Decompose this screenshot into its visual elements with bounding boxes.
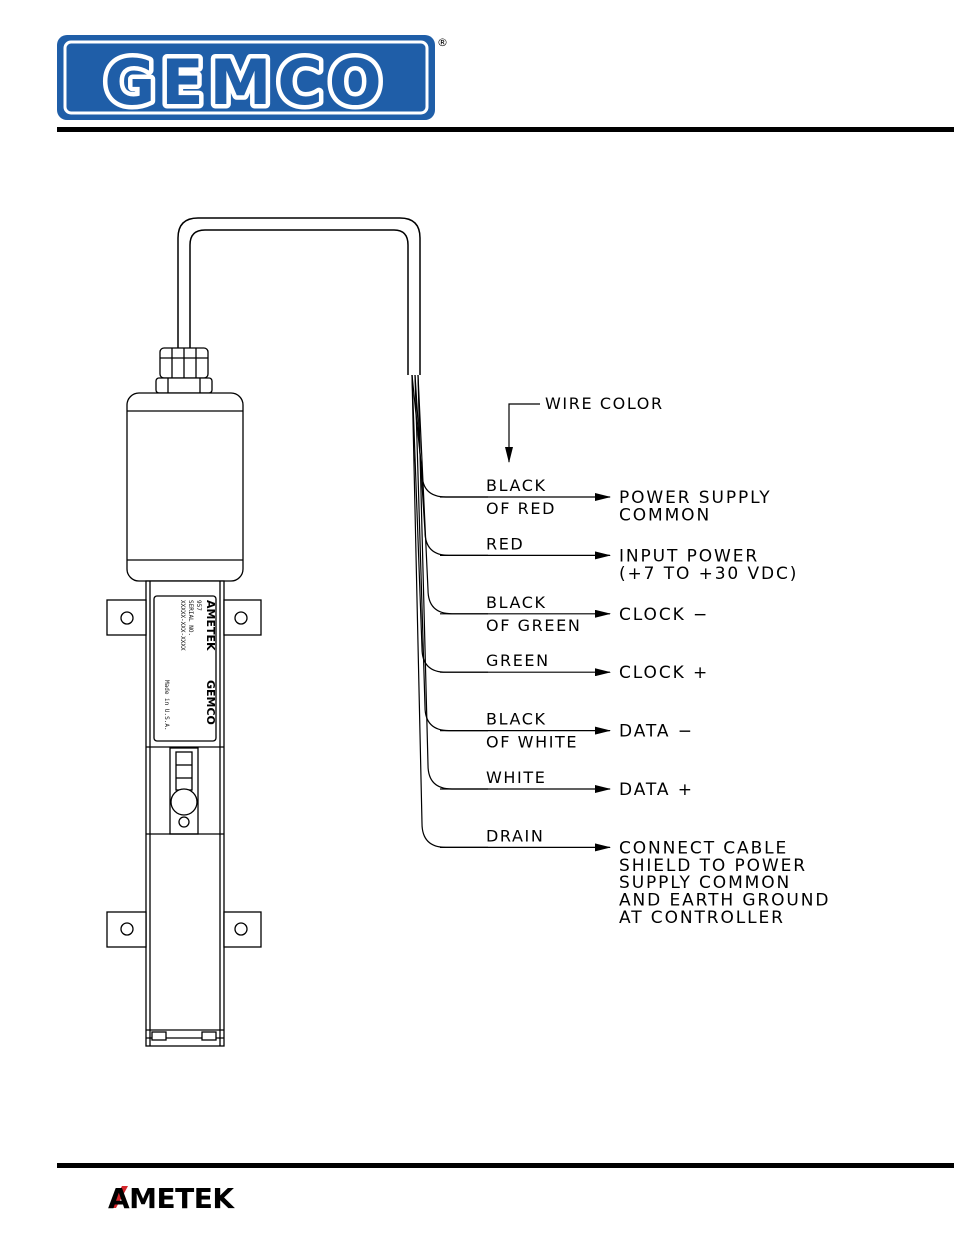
label-serial-label: SERIAL NO.: [187, 600, 194, 636]
wire-destination: POWER SUPPLY: [619, 488, 772, 508]
label-made-in: Made in U.S.A.: [163, 680, 170, 731]
wire-destination: COMMON: [619, 505, 711, 525]
ametek-logo-accent: [110, 1186, 128, 1208]
wire-destination: SUPPLY COMMON: [619, 873, 791, 893]
footer-rule: [57, 1163, 954, 1168]
product-label-text: AMETEK GEMCO 957 SERIAL NO. XXXXX-XXX-XX…: [163, 600, 217, 731]
wire-destination: CLOCK +: [619, 663, 709, 683]
cable: [177, 217, 421, 375]
wire-strand: [414, 374, 488, 556]
wire-color-pointer: WIRE COLOR: [505, 394, 664, 463]
wire-color-name: BLACK: [486, 476, 547, 495]
wire-row: GREEN CLOCK +: [440, 651, 709, 683]
mounting-bracket-top-left: [106, 599, 147, 636]
wire-destination: AT CONTROLLER: [619, 908, 785, 928]
wire-color-name-secondary: OF RED: [486, 499, 556, 518]
sensor: [106, 347, 262, 1047]
wire-row: BLACK OF WHITE DATA −: [440, 710, 694, 752]
wire-strand: [411, 374, 488, 673]
wire-color-name: BLACK: [486, 593, 547, 612]
wire-row: BLACK OF GREEN CLOCK −: [440, 593, 709, 635]
slide-block: [175, 751, 193, 791]
end-cap-slot: [201, 1031, 217, 1041]
gland-base: [155, 377, 213, 394]
mounting-bracket-bottom-right: [223, 911, 262, 948]
wire-destination: AND EARTH GROUND: [619, 891, 830, 911]
wire-destination: INPUT POWER: [619, 546, 759, 566]
gemco-logo-outline: GEMCO: [104, 46, 387, 119]
cable-gland: [155, 347, 213, 394]
magnet-knob: [170, 788, 198, 816]
encoder-housing: [126, 392, 244, 582]
mounting-bracket-bottom-left: [106, 911, 147, 948]
wire-strand: [417, 374, 488, 615]
wire-row: RED INPUT POWER(+7 TO +30 VDC): [440, 534, 798, 584]
wire-color-name-secondary: OF GREEN: [486, 616, 581, 635]
mounting-bracket-top-right: [223, 599, 262, 636]
end-cap-slot: [151, 1031, 167, 1041]
wire-bundle: [411, 374, 488, 848]
magnet-pin: [178, 816, 190, 828]
wire-color-name: DRAIN: [486, 826, 544, 845]
wire-color-name-secondary: OF WHITE: [486, 733, 578, 752]
label-model: 957: [195, 600, 202, 611]
wire-color-arrow: [505, 403, 540, 463]
gemco-logo-inner-border: [63, 40, 429, 115]
wire-destination: DATA +: [619, 780, 694, 800]
wire-destination: SHIELD TO POWER: [619, 856, 807, 876]
label-brand: AMETEK: [204, 600, 217, 651]
cable-inner-edge: [189, 229, 409, 375]
wire-color-name: RED: [486, 534, 524, 553]
wire-destination: CLOCK −: [619, 605, 709, 625]
registered-mark: ®: [437, 36, 448, 49]
wire-row: WHITE DATA +: [440, 768, 694, 800]
gemco-logo-background: [57, 35, 435, 120]
label-serial: XXXXX-XXX-XXXX: [179, 600, 186, 651]
gemco-logo: GEMCO GEMCO ®: [57, 35, 448, 124]
wire-color-label: WIRE COLOR: [545, 394, 664, 413]
wire-color-name: GREEN: [486, 651, 550, 670]
ametek-logo-text: AMETEK: [108, 1182, 235, 1215]
slide-channel: [169, 747, 199, 835]
cable-outer-edge: [177, 217, 421, 375]
wire-color-name: BLACK: [486, 710, 547, 729]
wire-color-name: WHITE: [486, 768, 546, 787]
ametek-logo: AMETEK: [108, 1182, 236, 1215]
label-brand-alt: GEMCO: [204, 680, 217, 725]
wire-strand: [417, 374, 488, 790]
product-label-plate: [153, 595, 217, 742]
wire-destination: (+7 TO +30 VDC): [619, 564, 798, 584]
gemco-logo-text: GEMCO: [104, 46, 387, 119]
wire-destination: DATA −: [619, 722, 694, 742]
header-rule: [57, 127, 954, 132]
wire-strand: [411, 374, 488, 848]
wire-destination: CONNECT CABLE: [619, 838, 788, 858]
